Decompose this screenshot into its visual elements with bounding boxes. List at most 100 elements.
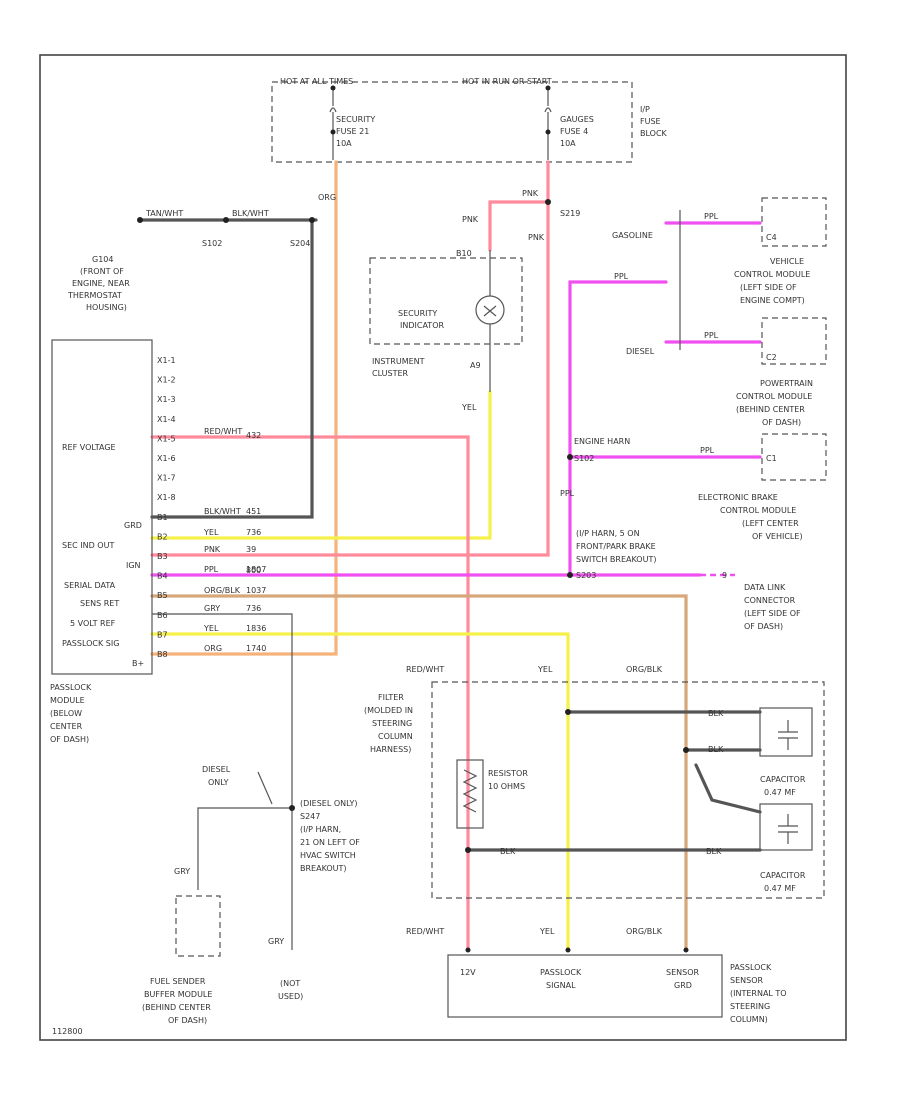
- ebcm-line1: ELECTRONIC BRAKE: [698, 493, 778, 502]
- wire-label-ppl-d: PPL: [700, 446, 715, 455]
- wire-tan-sensor-grd: [150, 594, 688, 950]
- module-passlock-sig: PASSLOCK SIG: [62, 639, 119, 648]
- cap2-line2: 0.47 MF: [764, 884, 796, 893]
- module-sens-ret: SENS RET: [80, 599, 119, 608]
- module-pin-b2: B2: [157, 532, 168, 541]
- diesel-splice-line3: (I/P HARN,: [300, 825, 341, 834]
- sensor-pin-sensor: SENSOR: [666, 968, 699, 977]
- module-wire-label-2: YEL: [203, 528, 219, 537]
- sensor-yel-label: YEL: [539, 927, 555, 936]
- wire-yellow-sec-ind: [150, 390, 492, 540]
- wire-label-blk-a: BLK: [708, 709, 724, 718]
- module-wire-label-7: YEL: [203, 624, 219, 633]
- wire-label-blk-c: BLK: [500, 847, 516, 856]
- diagram-frame: [39, 54, 847, 1041]
- vcm-line4: ENGINE COMPT): [740, 296, 805, 305]
- module-pin-x1-8: X1-8: [157, 493, 176, 502]
- wire-label-org: ORG: [318, 193, 336, 202]
- ip-harn-line3: SWITCH BREAKOUT): [576, 555, 656, 564]
- footer-code: 112800: [52, 1027, 83, 1036]
- diesel-only-line1: DIESEL: [202, 765, 231, 774]
- sensor-pin-passlock: PASSLOCK: [540, 968, 582, 977]
- module-ckt-label-5: 1037: [246, 586, 266, 595]
- filter-section: RED/WHT YEL ORG/BLK FILTER (MOLDED IN ST…: [364, 665, 825, 899]
- fuel-sender-line3: (BEHIND CENTER: [142, 1003, 211, 1012]
- cap2-line1: CAPACITOR: [760, 871, 806, 880]
- wire-label-gry-b: GRY: [268, 937, 284, 946]
- module-pin-x1-1: X1-1: [157, 356, 176, 365]
- vcm-connector-box: [761, 197, 827, 247]
- module-name-line4: CENTER: [50, 722, 83, 731]
- ground-wire-tan-white: TAN/WHT: [145, 209, 183, 218]
- splice-s102-label: S102: [202, 239, 222, 248]
- gauges-fuse-line3: 10A: [560, 139, 576, 148]
- sensor-name-line1: PASSLOCK: [730, 963, 772, 972]
- capacitor-2-box: [759, 803, 813, 851]
- resistor-line2: 10 OHMS: [488, 782, 525, 791]
- pcm-line3: (BEHIND CENTER: [736, 405, 805, 414]
- not-used-line1: (NOT: [280, 979, 300, 988]
- passlock-module: X1-1X1-2X1-3X1-4X1-5X1-6X1-7X1-8B1B2B3B4…: [50, 339, 266, 744]
- fuel-sender-line4: OF DASH): [168, 1016, 207, 1025]
- wire-gray-fuel-sender: [197, 807, 292, 890]
- fuel-sender-box: [175, 895, 221, 957]
- g104-line2: (FRONT OF: [80, 267, 124, 276]
- diesel-splice-line4: 21 ON LEFT OF: [300, 838, 360, 847]
- diesel-only-line2: ONLY: [208, 778, 229, 787]
- dlc-line2: CONNECTOR: [744, 596, 796, 605]
- module-pin-b8: B8: [157, 650, 168, 659]
- module-ign: IGN: [126, 561, 141, 570]
- filter-name-line2: (MOLDED IN: [364, 706, 413, 715]
- module-pin-x1-2: X1-2: [157, 376, 176, 385]
- dlc-line3: (LEFT SIDE OF: [744, 609, 801, 618]
- module-pin-b6: B6: [157, 611, 168, 620]
- diesel-splice-line1: (DIESEL ONLY): [300, 799, 358, 808]
- module-serial-data: SERIAL DATA: [64, 581, 116, 590]
- module-ckt-label-4: 1807: [246, 565, 266, 574]
- filter-top-org-label: ORG/BLK: [626, 665, 663, 674]
- conn-c4: C4: [766, 233, 777, 242]
- module-pin-b5: B5: [157, 591, 168, 600]
- cap1-line2: 0.47 MF: [764, 788, 796, 797]
- wire-label-ppl-a: PPL: [704, 212, 719, 221]
- wire-label-ppl-vertical: PPL: [560, 489, 575, 498]
- pcm-line1: POWERTRAIN: [760, 379, 813, 388]
- capacitor-2-icon: [778, 814, 798, 844]
- module-wire-label-6: GRY: [204, 604, 220, 613]
- wire-magenta-vertical: [568, 280, 668, 577]
- not-used-line2: USED): [278, 992, 303, 1001]
- fuel-sender-line2: BUFFER MODULE: [144, 990, 212, 999]
- cluster-name-line1: INSTRUMENT: [372, 357, 425, 366]
- wire-label-gry-a: GRY: [174, 867, 190, 876]
- dlc-line1: DATA LINK: [744, 583, 786, 592]
- wire-label-ppl-b: PPL: [614, 272, 629, 281]
- module-pin-b7: B7: [157, 630, 168, 639]
- module-b-plus: B+: [132, 659, 144, 668]
- diesel-splice-line5: HVAC SWITCH: [300, 851, 356, 860]
- cluster-name-line2: CLUSTER: [372, 369, 409, 378]
- pcm-line2: CONTROL MODULE: [736, 392, 812, 401]
- engine-harn-label: ENGINE HARN: [574, 437, 630, 446]
- sensor-pin-signal: SIGNAL: [546, 981, 576, 990]
- sensor-name-line2: SENSOR: [730, 976, 763, 985]
- module-wire-label-1: BLK/WHT: [204, 507, 241, 516]
- wire-label-yel: YEL: [461, 403, 477, 412]
- wire-black-cap2-grd: [694, 763, 762, 814]
- filter-name-line3: STEERING: [372, 719, 412, 728]
- cluster-pin-a9: A9: [470, 361, 481, 370]
- wire-orange-b-plus: [150, 160, 338, 656]
- g104-line3: ENGINE, NEAR: [72, 279, 130, 288]
- wire-label-pnk-c: PNK: [528, 233, 545, 242]
- security-fuse-line2: FUSE 21: [336, 127, 369, 136]
- gauges-fuse-line1: GAUGES: [560, 115, 594, 124]
- ground-section: TAN/WHT BLK/WHT S102 S204 G104 (FRONT OF…: [67, 209, 310, 312]
- module-pin-x1-3: X1-3: [157, 395, 176, 404]
- diesel-section: DIESEL ONLY (DIESEL ONLY) S247 (I/P HARN…: [142, 765, 360, 1025]
- module-ref-ckt: 432: [246, 431, 261, 440]
- hot-at-all-times-label: HOT AT ALL TIMES: [280, 77, 353, 86]
- filter-name-line5: HARNESS): [370, 745, 411, 754]
- wire-label-pnk-a: PNK: [522, 189, 539, 198]
- wire-label-pnk-b: PNK: [462, 215, 479, 224]
